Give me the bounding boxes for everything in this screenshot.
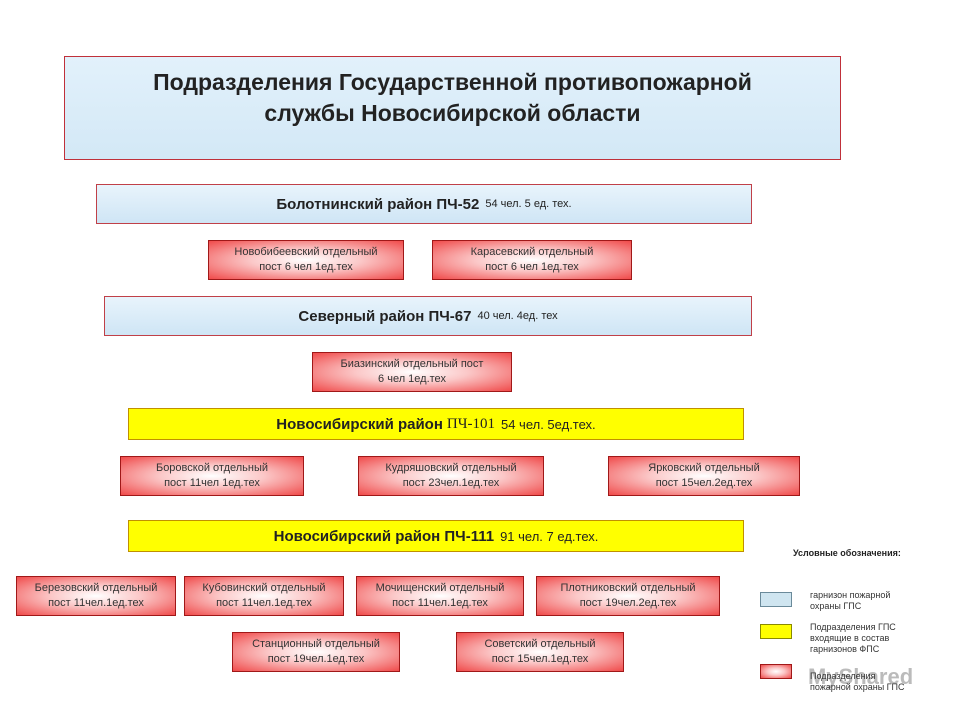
district-novosibirsky-101: Новосибирский район ПЧ-101 54 чел. 5ед.т… xyxy=(128,408,744,440)
legend-swatch-fps xyxy=(760,624,792,639)
post-karasevsky: Карасевский отдельный пост 6 чел 1ед.тех xyxy=(432,240,632,280)
page-title: Подразделения Государственной противопож… xyxy=(153,69,752,126)
post-stantsionny: Станционный отдельный пост 19чел.1ед.тех xyxy=(232,632,400,672)
district-bolotninsky: Болотнинский район ПЧ-52 54 чел. 5 ед. т… xyxy=(96,184,752,224)
district-severny: Северный район ПЧ-67 40 чел. 4ед. тех xyxy=(104,296,752,336)
legend-title: Условные обозначения: xyxy=(793,548,901,558)
post-plotnikovsky: Плотниковский отдельный пост 19чел.2ед.т… xyxy=(536,576,720,616)
post-yarkovsky: Ярковский отдельный пост 15чел.2ед.тех xyxy=(608,456,800,496)
post-kudryashovsky: Кудряшовский отдельный пост 23чел.1ед.те… xyxy=(358,456,544,496)
post-borovskoy: Боровской отдельный пост 11чел 1ед.тех xyxy=(120,456,304,496)
legend-swatch-garrison xyxy=(760,592,792,607)
post-sovetsky: Советский отдельный пост 15чел.1ед.тех xyxy=(456,632,624,672)
legend-swatch-gps xyxy=(760,664,792,679)
district-novosibirsky-111: Новосибирский район ПЧ-111 91 чел. 7 ед.… xyxy=(128,520,744,552)
legend-label-garrison: гарнизон пожарной охраны ГПС xyxy=(810,590,891,611)
post-berezovsky: Березовский отдельный пост 11чел.1ед.тех xyxy=(16,576,176,616)
post-kubovinsky: Кубовинский отдельный пост 11чел.1ед.тех xyxy=(184,576,344,616)
title-box: Подразделения Государственной противопож… xyxy=(64,56,841,160)
post-novobibeevsky: Новобибеевский отдельный пост 6 чел 1ед.… xyxy=(208,240,404,280)
legend-label-gps: Подразделения пожарной охраны ГПС xyxy=(810,671,905,692)
post-mochishchensky: Мочищенский отдельный пост 11чел.1ед.тех xyxy=(356,576,524,616)
post-biazinsky: Биазинский отдельный пост 6 чел 1ед.тех xyxy=(312,352,512,392)
legend-label-fps: Подразделения ГПС входящие в состав гарн… xyxy=(810,622,896,654)
watermark: MyShared xyxy=(808,664,914,689)
